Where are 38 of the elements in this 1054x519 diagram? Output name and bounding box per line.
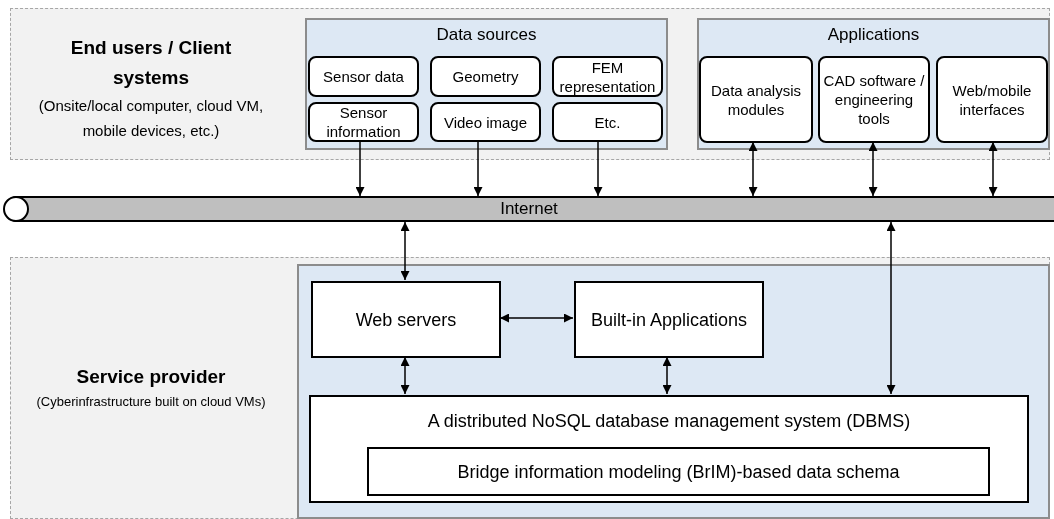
connector-arrow: [473, 140, 483, 197]
database-box: [309, 395, 1029, 503]
region-description: (Onsite/local computer, cloud VM, mobile devices, etc.): [37, 96, 265, 141]
process-box: Bridge information modeling (BrIM)-based data schema: [367, 447, 990, 496]
process-box: Etc.: [552, 102, 663, 142]
process-box: Data analysis modules: [699, 56, 813, 143]
group-panel: [697, 18, 1050, 150]
process-box: Web/mobile interfaces: [936, 56, 1048, 143]
connector-arrow: [355, 140, 365, 197]
connector-arrow: [400, 221, 410, 281]
network-label: Internet: [500, 198, 558, 220]
connector-arrow: [868, 141, 878, 197]
connector-arrow: [400, 356, 410, 395]
group-panel: [305, 18, 668, 150]
process-box: Geometry: [430, 56, 541, 97]
network-pipe: [4, 196, 1054, 222]
region-description: (Cyberinfrastructure built on cloud VMs): [35, 393, 267, 411]
region-background: [10, 8, 1050, 160]
region-title: Service provider: [75, 365, 227, 389]
process-box: CAD software / engineering tools: [818, 56, 930, 143]
panel-title: Data sources: [435, 24, 538, 46]
process-box: Sensor data: [308, 56, 419, 97]
process-box: Sensor information: [308, 102, 419, 142]
region-background: [10, 257, 1050, 519]
connector-arrow: [662, 356, 672, 395]
connector-arrow: [988, 141, 998, 197]
connector-arrow: [499, 313, 574, 323]
process-box: FEM representation: [552, 56, 663, 97]
group-panel: [297, 264, 1050, 519]
region-title: End users / Client systems: [69, 36, 233, 90]
process-box: Built-in Applications: [574, 281, 764, 358]
connector-arrow: [748, 141, 758, 197]
process-box: Video image: [430, 102, 541, 142]
connector-arrow: [886, 221, 896, 395]
panel-title: Applications: [826, 24, 921, 46]
process-box: Web servers: [311, 281, 501, 358]
box-title: A distributed NoSQL database management system (DBMS): [426, 410, 912, 433]
connector-arrow: [593, 140, 603, 197]
